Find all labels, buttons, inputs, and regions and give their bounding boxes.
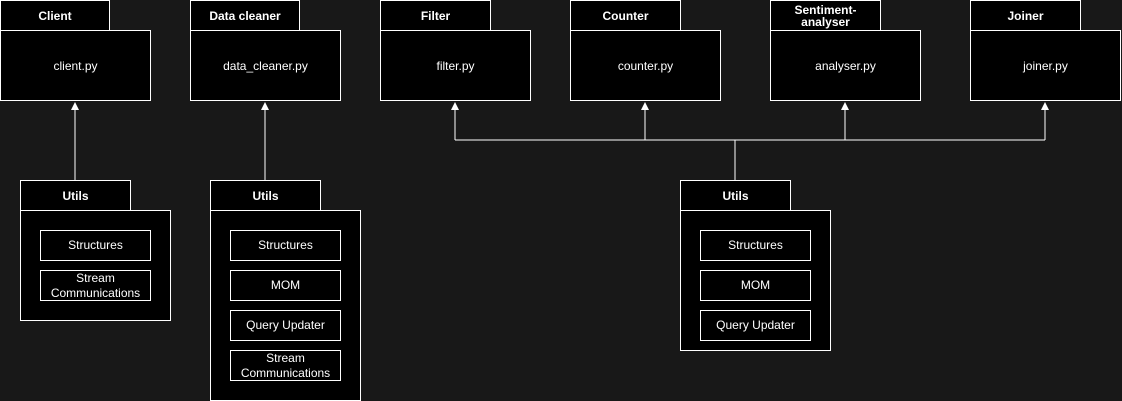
data-cleaner-package-tab: Data cleaner xyxy=(190,0,300,31)
shared-utils-structures-box: Structures xyxy=(700,230,811,261)
shared-utils-mom-box: MOM xyxy=(700,270,811,301)
client-utils-package-label: Utils xyxy=(62,188,89,203)
sentiment-analyser-file-label: analyser.py xyxy=(815,58,876,73)
data-cleaner-utils-package-tab: Utils xyxy=(210,180,321,211)
data-cleaner-utils-package-label: Utils xyxy=(252,188,279,203)
shared-utils-structures-label: Structures xyxy=(728,238,783,252)
data-cleaner-utils-structures-label: Structures xyxy=(258,238,313,252)
client-utils-structures-label: Structures xyxy=(68,238,123,252)
client-package-tab: Client xyxy=(0,0,110,31)
shared-utils-package-tab: Utils xyxy=(680,180,791,211)
shared-utils-package-label: Utils xyxy=(722,188,749,203)
data-cleaner-utils-mom-label: MOM xyxy=(270,278,301,292)
client-utils-structures-box: Structures xyxy=(40,230,151,261)
data-cleaner-utils-query-updater-label: Query Updater xyxy=(246,318,325,332)
client-package-label: Client xyxy=(38,8,72,23)
client-utils-stream-communications-label: Stream Communications xyxy=(50,270,141,300)
joiner-package-tab: Joiner xyxy=(970,0,1081,31)
client-utils-package xyxy=(20,210,171,321)
filter-package: filter.py xyxy=(380,30,531,101)
filter-package-tab: Filter xyxy=(380,0,491,31)
counter-file-label: counter.py xyxy=(617,58,674,73)
sentiment-analyser-package-tab: Sentiment- analyser xyxy=(770,0,881,31)
joiner-package: joiner.py xyxy=(970,30,1121,101)
joiner-file-label: joiner.py xyxy=(1023,58,1068,73)
client-file-label: client.py xyxy=(53,58,98,73)
data-cleaner-utils-query-updater-box: Query Updater xyxy=(230,310,341,341)
data-cleaner-utils-mom-box: MOM xyxy=(230,270,341,301)
sentiment-analyser-package: analyser.py xyxy=(770,30,921,101)
shared-utils-query-updater-label: Query Updater xyxy=(716,318,795,332)
client-utils-stream-communications-box: Stream Communications xyxy=(40,270,151,301)
data-cleaner-utils-stream-communications-box: Stream Communications xyxy=(230,350,341,381)
data-cleaner-utils-stream-communications-label: Stream Communications xyxy=(240,350,331,380)
shared-utils-query-updater-box: Query Updater xyxy=(700,310,811,341)
counter-package: counter.py xyxy=(570,30,721,101)
client-package: client.py xyxy=(0,30,151,101)
sentiment-analyser-package-label: Sentiment- analyser xyxy=(794,2,857,29)
data-cleaner-utils-structures-box: Structures xyxy=(230,230,341,261)
data-cleaner-package: data_cleaner.py xyxy=(190,30,341,101)
filter-package-label: Filter xyxy=(420,8,451,23)
counter-package-label: Counter xyxy=(602,8,649,23)
data-cleaner-package-label: Data cleaner xyxy=(209,8,281,23)
client-utils-package-tab: Utils xyxy=(20,180,131,211)
data-cleaner-file-label: data_cleaner.py xyxy=(223,58,308,73)
filter-file-label: filter.py xyxy=(436,58,475,73)
counter-package-tab: Counter xyxy=(570,0,681,31)
shared-utils-mom-label: MOM xyxy=(740,278,771,292)
joiner-package-label: Joiner xyxy=(1007,8,1044,23)
